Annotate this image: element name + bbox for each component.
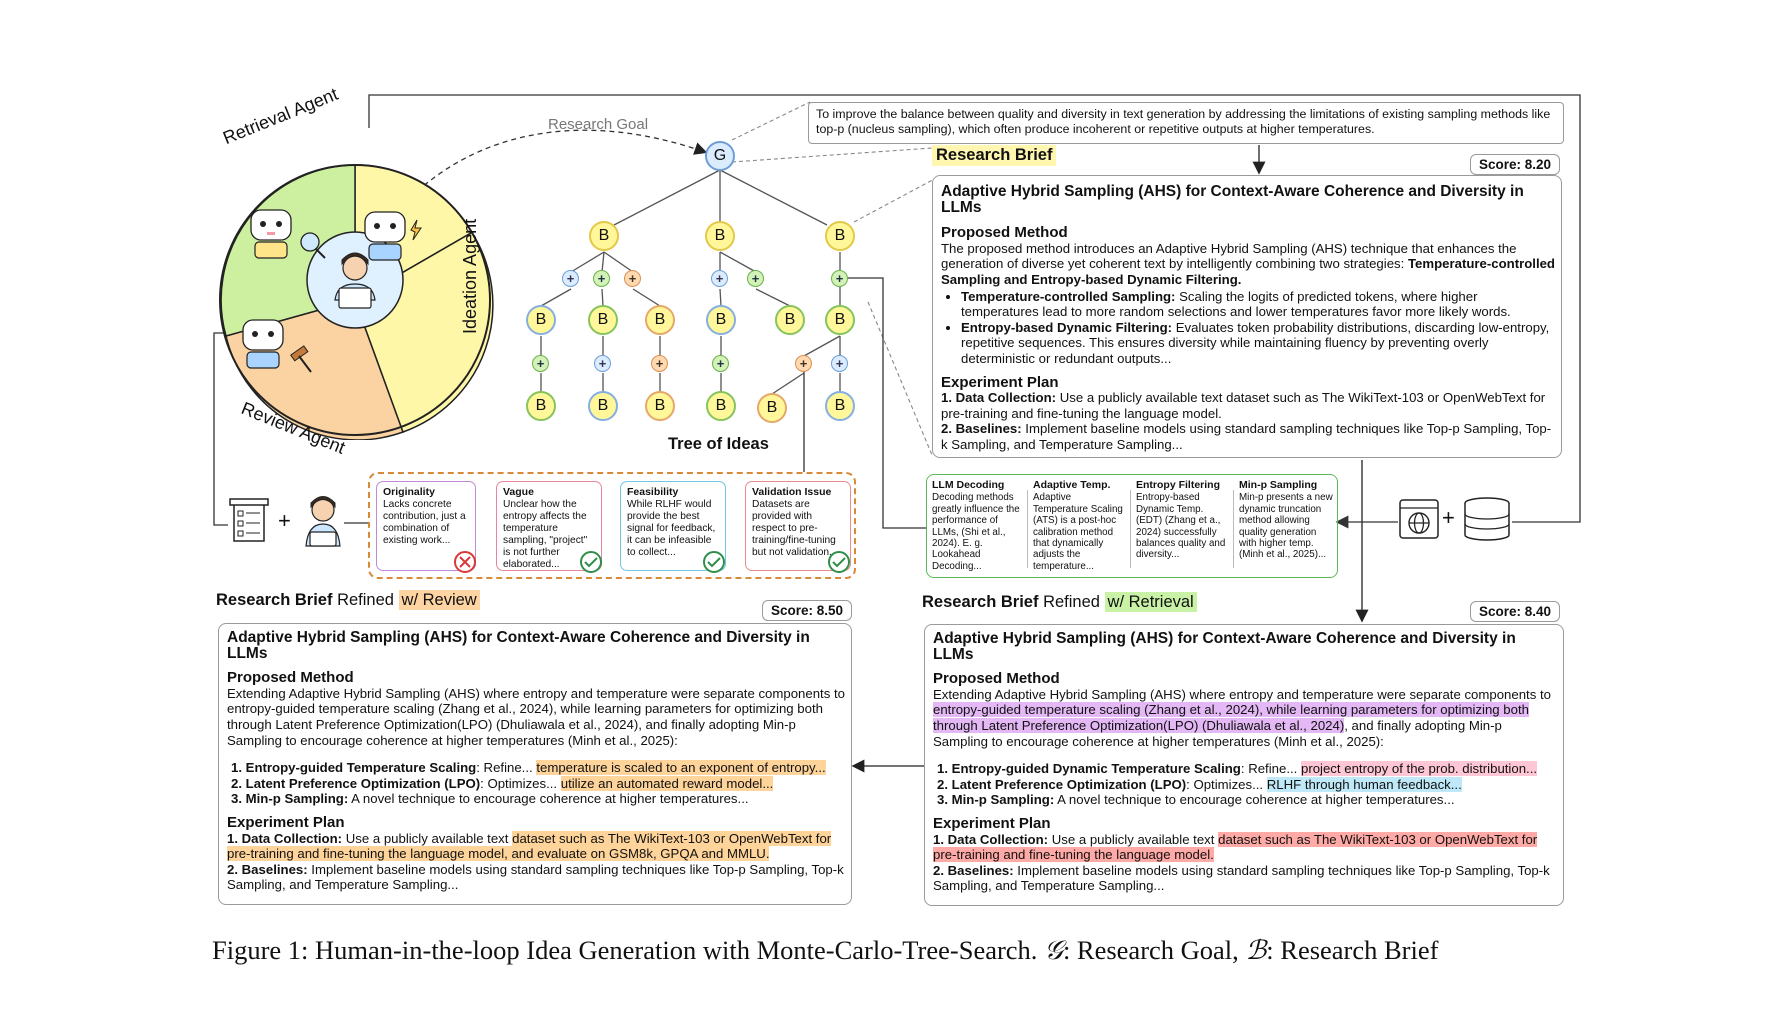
expand-plus-icon: + <box>593 270 610 287</box>
expand-plus-icon: + <box>831 270 848 287</box>
expand-plus-icon: + <box>532 355 549 372</box>
brief-node: B <box>757 393 787 423</box>
ideation-agent-label: Ideation Agent <box>460 218 480 334</box>
brief-title: Adaptive Hybrid Sampling (AHS) for Conte… <box>227 629 810 662</box>
expand-plus-icon: + <box>747 270 764 287</box>
method-bullet: Temperature-controlled Sampling: Scaling… <box>961 289 1555 320</box>
brief-node: B <box>825 391 855 421</box>
method-item: 1. Entropy-guided Temperature Scaling: R… <box>231 760 826 776</box>
review-refined-label: Research Brief Refined w/ Review <box>216 590 480 610</box>
brief-node: B <box>645 305 675 335</box>
reject-x-icon <box>454 551 476 573</box>
method-item: 3. Min-p Sampling: A novel technique to … <box>231 791 749 807</box>
expand-plus-icon: + <box>562 270 579 287</box>
web-browser-icon <box>1399 499 1439 539</box>
method-intro: The proposed method introduces an Adapti… <box>941 240 1555 287</box>
reviewer-user-icon <box>305 496 341 547</box>
method-heading: Proposed Method <box>941 224 1068 242</box>
method-item: 3. Min-p Sampling: A novel technique to … <box>937 792 1455 808</box>
brief-node: B <box>589 221 619 251</box>
brief-node: B <box>588 305 618 335</box>
expand-plus-icon: + <box>594 355 611 372</box>
research-goal-text: To improve the balance between quality a… <box>816 107 1551 136</box>
experiment-heading: Experiment Plan <box>933 814 1051 832</box>
experiment-step: 2. Baselines: Implement baseline models … <box>227 861 844 893</box>
retrieved-literature-box <box>926 474 1338 578</box>
method-heading: Proposed Method <box>933 670 1060 688</box>
brief-node: B <box>775 305 805 335</box>
user-icon <box>334 252 376 309</box>
brief-node: B <box>588 391 618 421</box>
method-text: Extending Adaptive Hybrid Sampling (AHS)… <box>227 685 845 748</box>
retrieval-robot-icon <box>250 209 326 259</box>
accept-check-icon <box>828 551 850 573</box>
method-bullet: Entropy-based Dynamic Filtering: Evaluat… <box>961 320 1555 367</box>
brief-node: B <box>645 391 675 421</box>
goal-node: G <box>705 141 735 171</box>
score-badge: Score: 8.50 <box>762 600 853 621</box>
expand-plus-icon: + <box>712 355 729 372</box>
brief-node: B <box>825 305 855 335</box>
agent-wheel <box>219 164 494 440</box>
checklist-icon <box>229 498 269 542</box>
retrieval-refined-brief-card: Adaptive Hybrid Sampling (AHS) for Conte… <box>924 624 1564 906</box>
plus-icon: + <box>1442 505 1455 530</box>
accept-check-icon <box>580 551 602 573</box>
brief-node: B <box>706 391 736 421</box>
method-text: Extending Adaptive Hybrid Sampling (AHS)… <box>933 686 1551 749</box>
figure-caption: Figure 1: Human-in-the-loop Idea Generat… <box>212 935 1439 965</box>
ideation-robot-icon <box>364 211 422 261</box>
review-refined-brief-card: Adaptive Hybrid Sampling (AHS) for Conte… <box>218 623 852 905</box>
expand-plus-icon: + <box>711 270 728 287</box>
expand-plus-icon: + <box>795 355 812 372</box>
brief-node: B <box>526 305 556 335</box>
brief-node: B <box>526 391 556 421</box>
brief-title: Adaptive Hybrid Sampling (AHS) for Conte… <box>933 630 1516 663</box>
plus-icon: + <box>278 508 291 533</box>
retrieval-refined-label: Research Brief Refined w/ Retrieval <box>922 592 1197 612</box>
method-item: 2. Latent Preference Optimization (LPO):… <box>937 776 1462 792</box>
brief-node: B <box>825 221 855 251</box>
method-bullets: Temperature-controlled Sampling: Scaling… <box>941 289 1555 367</box>
review-feedback-group <box>368 472 856 579</box>
experiment-heading: Experiment Plan <box>941 373 1059 391</box>
review-robot-icon <box>242 319 312 373</box>
brief-node: B <box>705 221 735 251</box>
experiment-step: 1. Data Collection: Use a publicly avail… <box>941 390 1546 421</box>
database-icon <box>1464 497 1510 541</box>
experiment-heading: Experiment Plan <box>227 813 345 831</box>
experiment-step: 2. Baselines: Implement baseline models … <box>933 862 1550 894</box>
experiment-step: 1. Data Collection: Use a publicly avail… <box>933 831 1538 863</box>
experiment-step: 2. Baselines: Implement baseline models … <box>941 421 1552 452</box>
expand-plus-icon: + <box>624 270 641 287</box>
expand-plus-icon: + <box>651 355 668 372</box>
tree-of-ideas-label: Tree of Ideas <box>668 435 769 453</box>
research-brief-card: Adaptive Hybrid Sampling (AHS) for Conte… <box>932 175 1562 458</box>
brief-title: Adaptive Hybrid Sampling (AHS) for Conte… <box>941 183 1524 216</box>
method-heading: Proposed Method <box>227 669 354 687</box>
accept-check-icon <box>703 551 725 573</box>
method-item: 1. Entropy-guided Dynamic Temperature Sc… <box>937 761 1538 777</box>
research-brief-label: Research Brief <box>932 145 1057 166</box>
brief-node: B <box>706 305 736 335</box>
tree-edges <box>540 169 841 395</box>
experiment-step: 1. Data Collection: Use a publicly avail… <box>227 830 832 862</box>
method-items: 1. Entropy-guided Temperature Scaling: R… <box>227 760 845 807</box>
score-badge: Score: 8.20 <box>1470 154 1561 175</box>
research-goal-label: Research Goal <box>548 116 649 133</box>
research-goal-box: To improve the balance between quality a… <box>808 102 1564 144</box>
expand-plus-icon: + <box>831 355 848 372</box>
score-badge: Score: 8.40 <box>1470 601 1561 622</box>
literature-entry: Adaptive Temp.Adaptive Temperature Scali… <box>1033 479 1123 572</box>
method-items: 1. Entropy-guided Dynamic Temperature Sc… <box>933 761 1557 808</box>
method-item: 2. Latent Preference Optimization (LPO):… <box>231 775 774 791</box>
